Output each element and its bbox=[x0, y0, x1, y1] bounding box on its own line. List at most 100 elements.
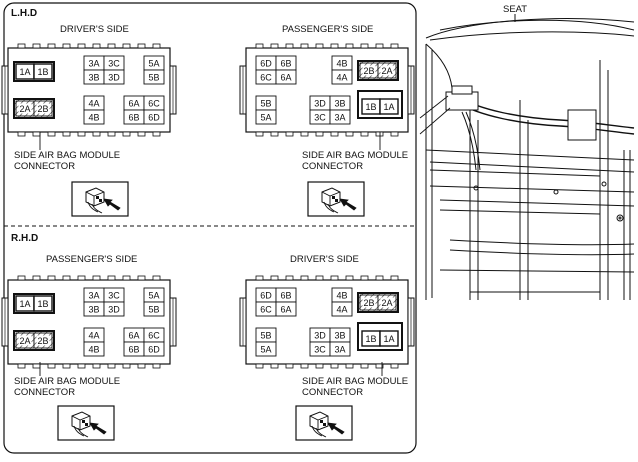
connector-cell-4a: 4A bbox=[83, 327, 105, 343]
connector-cell-4a: 4A bbox=[331, 69, 353, 85]
connector-cell-label: 6D bbox=[148, 112, 160, 122]
connector-cell-5a: 5A bbox=[255, 341, 277, 357]
connector-cell-label: 3B bbox=[88, 304, 99, 314]
connector-cell-4a: 4A bbox=[331, 301, 353, 317]
callout-label: CONNECTOR bbox=[302, 161, 363, 172]
connector-cell-label: 3D bbox=[108, 304, 120, 314]
connector-cell-label: 4A bbox=[336, 72, 347, 82]
callout-label: SIDE AIR BAG MODULE bbox=[14, 150, 120, 161]
connector-cell-label: 5B bbox=[148, 72, 159, 82]
connector-cell-3b: 3B bbox=[83, 69, 105, 85]
connector-arrow-icon bbox=[307, 181, 365, 217]
connector-cell-label: 3B bbox=[334, 330, 345, 340]
connector-cell-6d: 6D bbox=[143, 109, 165, 125]
connector-cell-label: 6A bbox=[128, 330, 139, 340]
connector-cell-label: 4A bbox=[336, 304, 347, 314]
connector-cell-6b: 6B bbox=[123, 341, 145, 357]
connector-cell-label: 1B bbox=[365, 102, 376, 112]
panel-side-label: PASSENGER'S SIDE bbox=[46, 254, 137, 265]
connector-cell-6d: 6D bbox=[255, 55, 277, 71]
lhd-label: L.H.D bbox=[11, 8, 37, 19]
connector-cell-3d: 3D bbox=[103, 69, 125, 85]
connector-cell-4a: 4A bbox=[83, 95, 105, 111]
connector-cell-6a: 6A bbox=[123, 95, 145, 111]
connector-cell-3c: 3C bbox=[103, 287, 125, 303]
connector-cell-label: 3C bbox=[314, 344, 326, 354]
connector-cell-label: 6B bbox=[280, 58, 291, 68]
connector-cell-6a: 6A bbox=[275, 301, 297, 317]
connector-cell-label: 3D bbox=[108, 72, 120, 82]
connector-cell-label: 1A bbox=[19, 67, 30, 77]
rhd-label: R.H.D bbox=[11, 233, 38, 244]
connector-cell-1a: 1A bbox=[15, 63, 35, 80]
connector-cell-3a: 3A bbox=[83, 287, 105, 303]
connector-cell-label: 6D bbox=[148, 344, 160, 354]
connector-cell-6c: 6C bbox=[143, 95, 165, 111]
connector-cell-2a: 2A bbox=[377, 294, 397, 311]
connector-cell-3c: 3C bbox=[309, 109, 331, 125]
callout-label: CONNECTOR bbox=[302, 387, 363, 398]
callout-label: SIDE AIR BAG MODULE bbox=[302, 376, 408, 387]
connector-cell-3d: 3D bbox=[309, 95, 331, 111]
connector-cell-label: 3A bbox=[334, 344, 345, 354]
connector-cell-3d: 3D bbox=[309, 327, 331, 343]
connector-cell-6b: 6B bbox=[123, 109, 145, 125]
connector-cell-label: 2A bbox=[381, 66, 392, 76]
connector-cell-label: 6A bbox=[280, 72, 291, 82]
connector-cell-label: 2B bbox=[363, 66, 374, 76]
connector-cell-5b: 5B bbox=[255, 327, 277, 343]
panel-side-label: DRIVER'S SIDE bbox=[60, 24, 129, 35]
connector-cell-label: 5A bbox=[148, 290, 159, 300]
connector-cell-label: 3C bbox=[108, 58, 120, 68]
connector-cell-5a: 5A bbox=[143, 287, 165, 303]
connector-cell-label: 1B bbox=[365, 334, 376, 344]
connector-cell-4b: 4B bbox=[83, 109, 105, 125]
connector-cell-5b: 5B bbox=[255, 95, 277, 111]
connector-cell-label: 4A bbox=[88, 330, 99, 340]
connector-cell-3b: 3B bbox=[329, 327, 351, 343]
connector-cell-3c: 3C bbox=[103, 55, 125, 71]
connector-arrow-icon bbox=[57, 405, 115, 441]
connector-cell-label: 4B bbox=[88, 112, 99, 122]
connector-cell-label: 6C bbox=[148, 330, 160, 340]
connector-cell-label: 3B bbox=[334, 98, 345, 108]
connector-cell-3d: 3D bbox=[103, 301, 125, 317]
connector-cell-1a: 1A bbox=[15, 295, 35, 312]
connector-cell-label: 2B bbox=[37, 336, 48, 346]
connector-cell-2b: 2B bbox=[33, 332, 53, 349]
connector-cell-2b: 2B bbox=[359, 294, 379, 311]
connector-cell-6b: 6B bbox=[275, 55, 297, 71]
connector-cell-label: 6C bbox=[148, 98, 160, 108]
connector-cell-label: 5A bbox=[260, 344, 271, 354]
connector-cell-label: 3D bbox=[314, 330, 326, 340]
connector-cell-4b: 4B bbox=[331, 55, 353, 71]
connector-cell-3b: 3B bbox=[83, 301, 105, 317]
connector-cell-5a: 5A bbox=[255, 109, 277, 125]
connector-cell-label: 1A bbox=[19, 299, 30, 309]
connector-cell-label: 3B bbox=[88, 72, 99, 82]
connector-cell-label: 6C bbox=[260, 304, 272, 314]
callout-label: CONNECTOR bbox=[14, 161, 75, 172]
connector-arrow-icon bbox=[295, 405, 353, 441]
connector-cell-1a: 1A bbox=[379, 330, 399, 347]
connector-cell-5b: 5B bbox=[143, 69, 165, 85]
connector-cell-6c: 6C bbox=[255, 301, 277, 317]
connector-cell-label: 5B bbox=[148, 304, 159, 314]
connector-cell-4b: 4B bbox=[331, 287, 353, 303]
connector-cell-label: 4B bbox=[336, 58, 347, 68]
connector-cell-label: 5A bbox=[148, 58, 159, 68]
connector-cell-3a: 3A bbox=[83, 55, 105, 71]
connector-cell-6c: 6C bbox=[255, 69, 277, 85]
connector-cell-3b: 3B bbox=[329, 95, 351, 111]
connector-cell-6b: 6B bbox=[275, 287, 297, 303]
connector-cell-label: 4A bbox=[88, 98, 99, 108]
connector-cell-label: 5B bbox=[260, 330, 271, 340]
connector-cell-1b: 1B bbox=[361, 98, 381, 115]
connector-cell-label: 3C bbox=[108, 290, 120, 300]
